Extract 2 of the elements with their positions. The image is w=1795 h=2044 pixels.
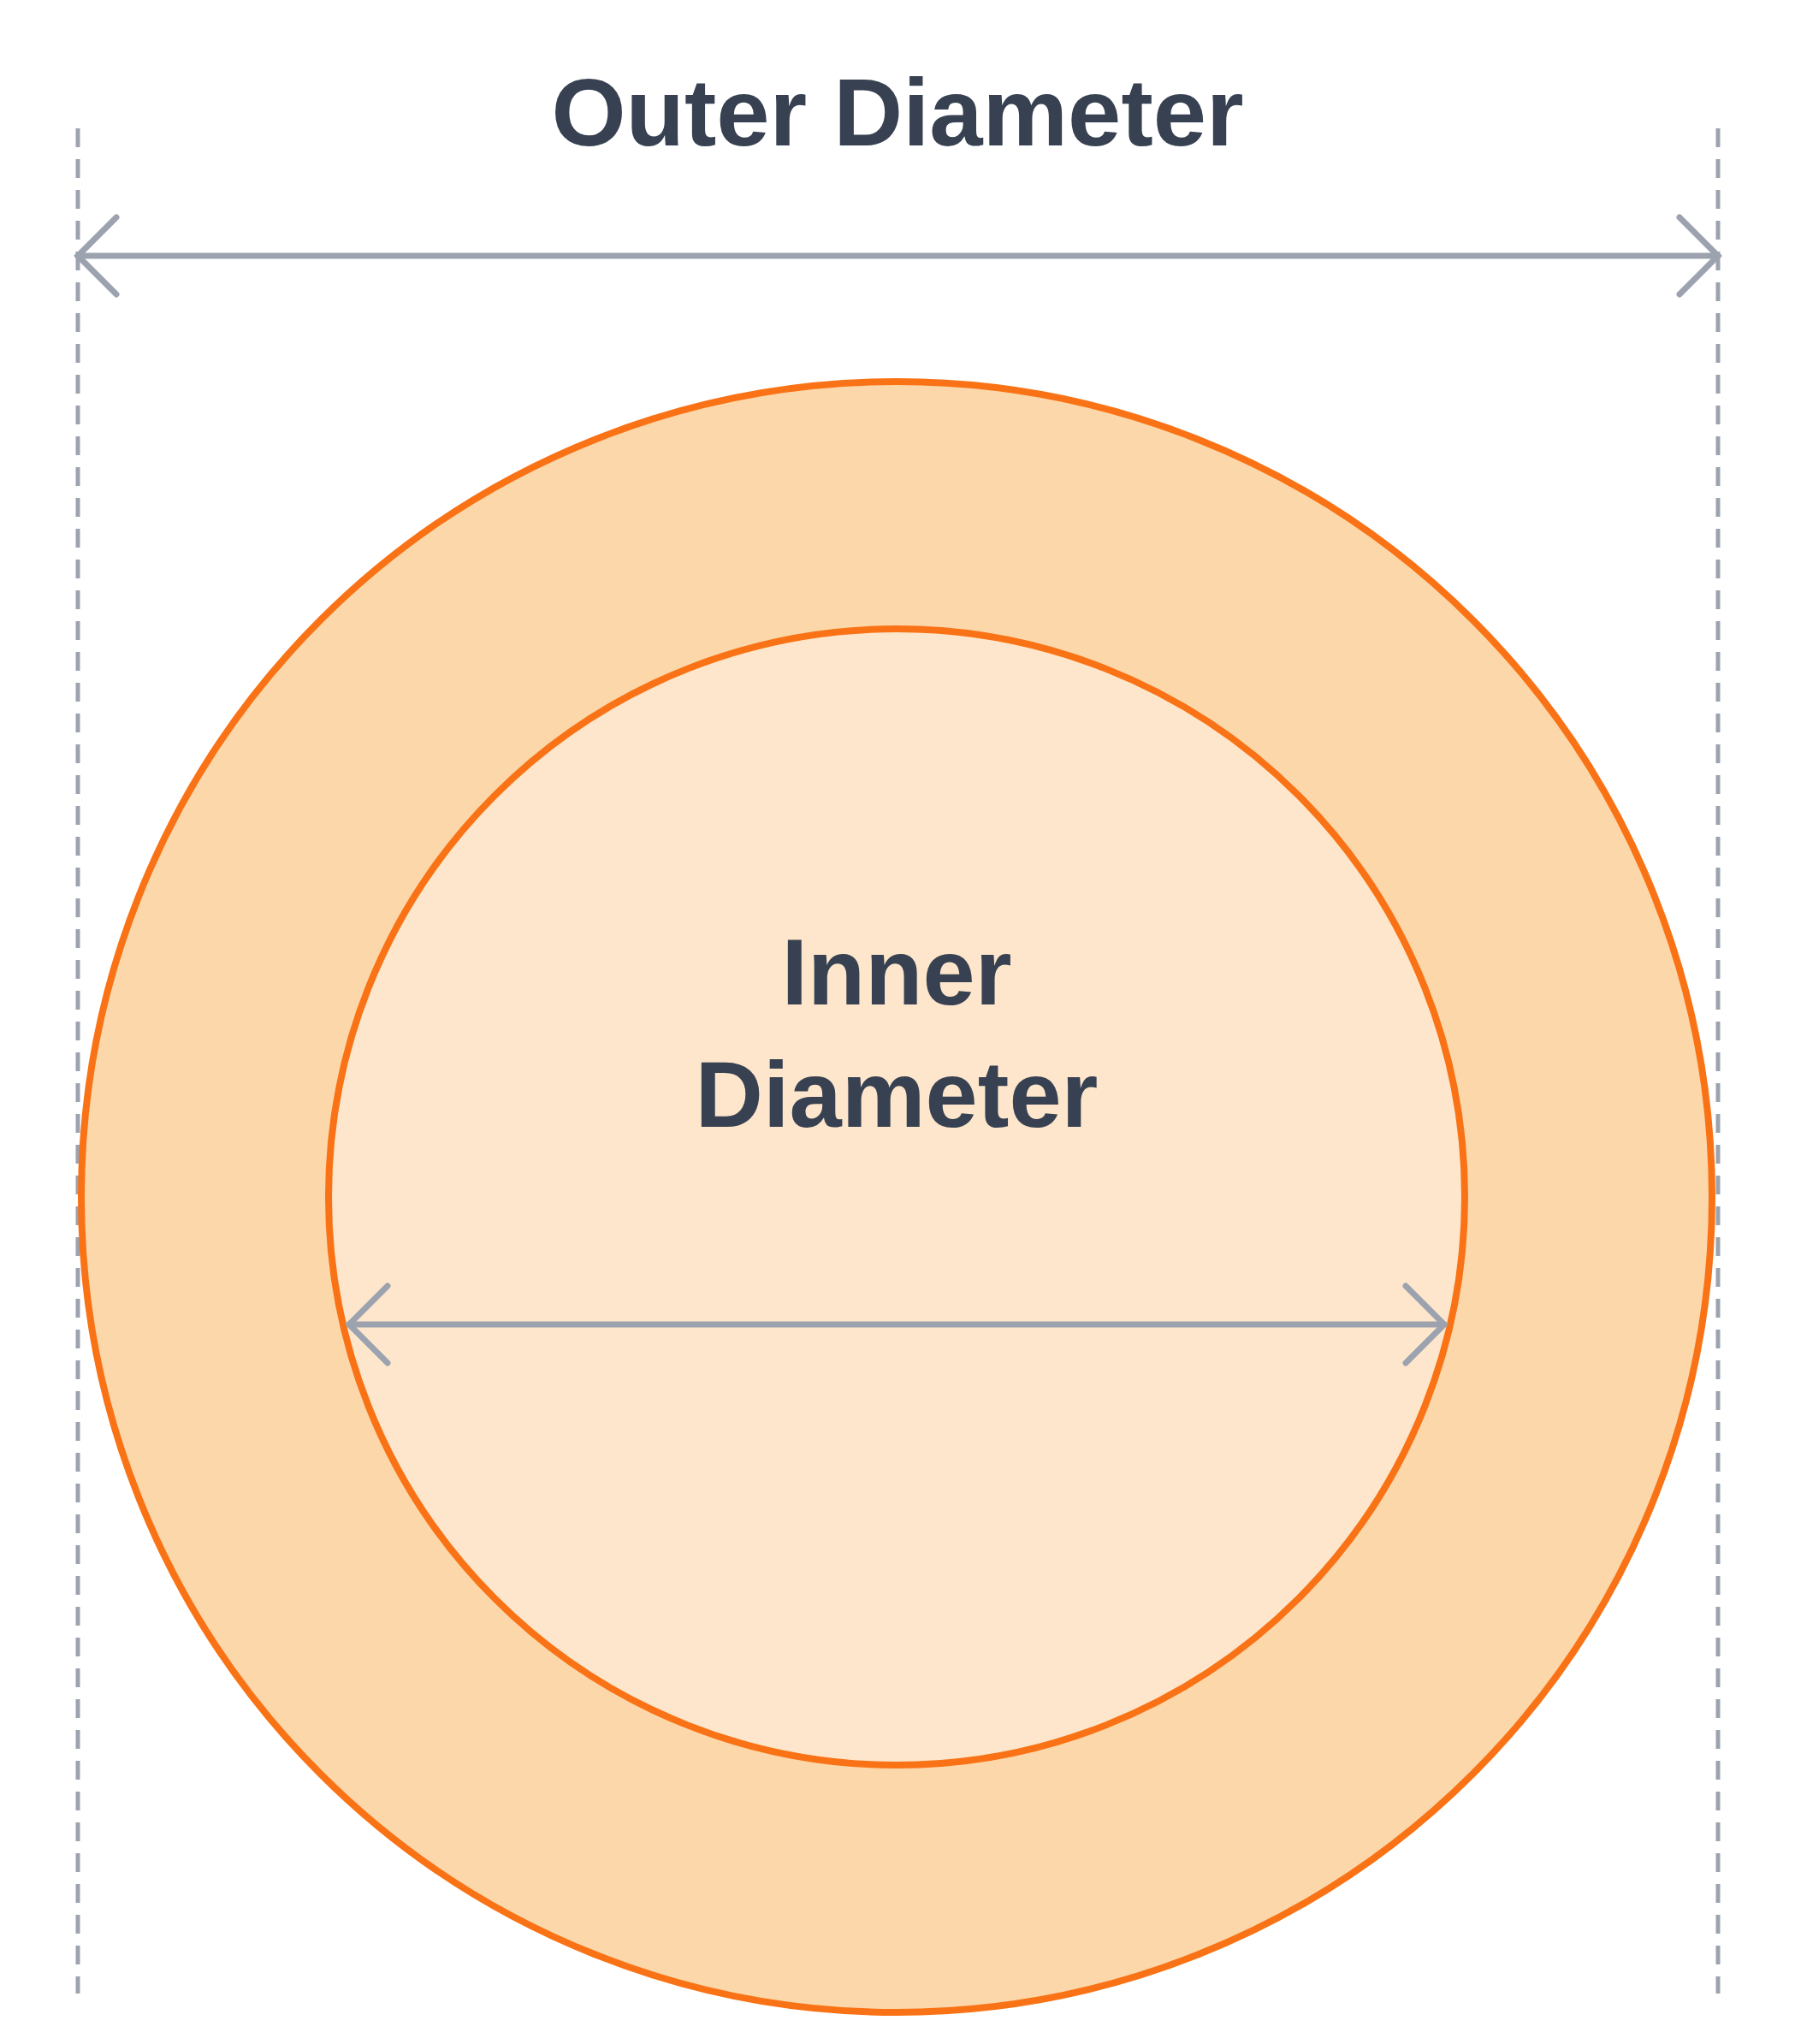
dimension-label: Outer Diameter xyxy=(550,60,1245,166)
dimension-label: Inner Diameter xyxy=(694,918,1099,1148)
